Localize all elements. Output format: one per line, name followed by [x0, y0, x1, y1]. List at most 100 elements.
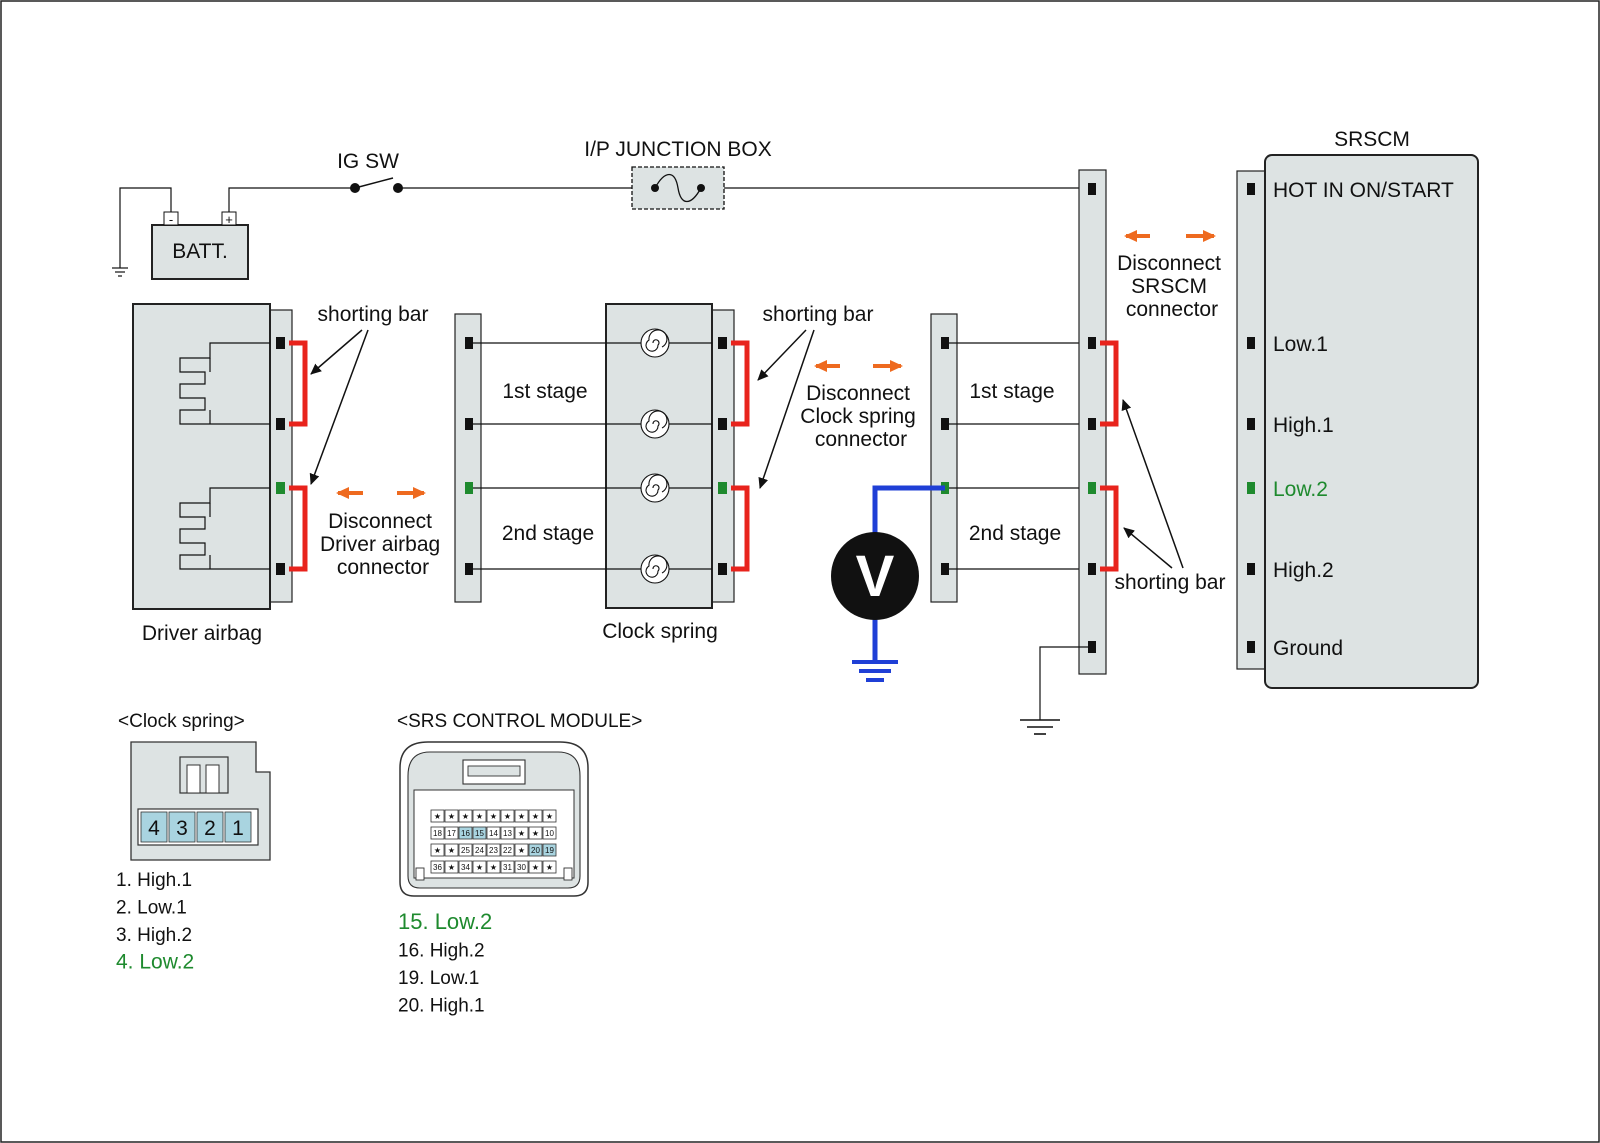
connector-pin: [941, 337, 949, 349]
ig-switch: [350, 177, 403, 193]
srscm-pin-list: HOT IN ON/STARTLow.1High.1Low.2High.2Gro…: [1247, 179, 1454, 660]
ground-icon: [112, 267, 128, 277]
ground-icon: [852, 660, 898, 682]
srs-pin-cell: [486, 826, 501, 840]
srscm-ground-wire: [1039, 646, 1088, 720]
srs-pin-number: 17: [447, 829, 456, 838]
srs-pin-cell: [500, 843, 515, 857]
srs-legend-item: 16. High.2: [398, 941, 485, 962]
clock-pin-cell: [140, 811, 168, 843]
srs-pin-number: 18: [433, 829, 442, 838]
clock-legend-item: 2. Low.1: [116, 898, 187, 919]
srs-pin-cell: [472, 843, 487, 857]
srs-pin-cell: [514, 826, 529, 840]
clock-pin-number: 4: [148, 817, 160, 840]
srs-pin-number: ★: [518, 846, 525, 855]
srscm-pin-label: Ground: [1273, 637, 1343, 660]
junction-box-label: I/P JUNCTION BOX: [584, 138, 771, 161]
srs-pin-cell: [472, 809, 487, 823]
clock-spring-mating-connector: [454, 313, 482, 603]
srs-pin-cell: [500, 860, 515, 874]
srs-pin-number: ★: [518, 829, 525, 838]
shorting-bar-pointer: [1121, 399, 1184, 569]
srs-pin-number: 34: [461, 863, 470, 872]
srscm-pin-label: HOT IN ON/START: [1273, 179, 1454, 202]
srscm-pin-label: Low.1: [1273, 333, 1328, 356]
srs-pin-number: 24: [475, 846, 484, 855]
srs-pin-cell: [458, 826, 473, 840]
srscm-module: [1264, 154, 1479, 689]
driver-shorting-bar-1: [289, 340, 308, 427]
srs-pin-number: ★: [532, 863, 539, 872]
ground-icon: [1020, 719, 1060, 735]
srs-pin-cell: [528, 826, 543, 840]
srs-pin-cell: [528, 809, 543, 823]
srs-pin-cell: [430, 843, 445, 857]
shorting-bar-pointer: [758, 329, 815, 489]
shorting-bar-pointer: [309, 329, 369, 485]
srs-pin-number: 23: [489, 846, 498, 855]
srscm-shorting-bar-2: [1100, 485, 1119, 572]
clock-connector-legend: 1. High.12. Low.13. High.24. Low.2: [116, 870, 194, 974]
srscm-pin: [1247, 482, 1255, 494]
srs-pin-cell: [444, 843, 459, 857]
srs-pin-cell: [514, 809, 529, 823]
connector-pin: [941, 563, 949, 575]
srs-pin-number: 31: [503, 863, 512, 872]
srs-pin-cell: [486, 860, 501, 874]
ig-switch-label: IG SW: [337, 150, 399, 173]
srs-pin-number: 22: [503, 846, 512, 855]
srscm-harness-connector: [930, 313, 958, 603]
srs-pin-number: ★: [490, 863, 497, 872]
srs-pin-number: ★: [518, 812, 525, 821]
srs-pin-cell: [458, 860, 473, 874]
srs-pin-number: 10: [545, 829, 554, 838]
clock-spring-label: Clock spring: [602, 620, 718, 643]
clock-legend-item: 3. High.2: [116, 925, 192, 946]
srscm-pin-label: High.2: [1273, 559, 1334, 582]
srs-pin-cell: [542, 826, 557, 840]
clock-pin-number: 1: [232, 817, 244, 840]
srs-pin-number: ★: [448, 846, 455, 855]
srs-pin-number: 30: [517, 863, 526, 872]
srs-legend-item: 15. Low.2: [398, 909, 492, 934]
voltmeter-positive-lead: [872, 485, 945, 536]
stage1-label-left: 1st stage: [502, 380, 587, 403]
clock-connector-title: <Clock spring>: [118, 711, 245, 732]
connector-pin: [941, 418, 949, 430]
srs-pin-cell: [486, 843, 501, 857]
srs-pin-cell: [430, 860, 445, 874]
srs-pin-cell: [444, 809, 459, 823]
srs-pin-number: 13: [503, 829, 512, 838]
srscm-pin: [1247, 183, 1255, 195]
shorting-bar-label-clock: shorting bar: [763, 303, 874, 326]
connector-pin: [1088, 183, 1096, 195]
shorting-bar-label-srscm: shorting bar: [1115, 571, 1226, 594]
srs-pin-number: 36: [433, 863, 442, 872]
srs-pin-number: ★: [546, 812, 553, 821]
srs-pin-cell: [500, 809, 515, 823]
connector-pin: [1088, 641, 1096, 653]
srs-pin-cell: [430, 809, 445, 823]
connector-pin: [465, 418, 473, 430]
battery-ground-wire: [119, 187, 172, 268]
connector-pin: [465, 563, 473, 575]
srscm-pin-label: Low.2: [1273, 478, 1328, 501]
srs-pin-cell: [542, 843, 557, 857]
srs-legend-item: 19. Low.1: [398, 968, 479, 989]
connector-pin: [1088, 482, 1096, 494]
stage1-label-right: 1st stage: [969, 380, 1054, 403]
srs-pin-cell: [444, 860, 459, 874]
clock-pin-cell: [168, 811, 196, 843]
clock-pin-number: 2: [204, 817, 216, 840]
srs-pin-cell: [514, 843, 529, 857]
srs-pin-number: 16: [461, 829, 470, 838]
disconnect-srscm-label: Disconnect SRSCM connector: [1117, 252, 1227, 321]
srs-pin-number: ★: [532, 812, 539, 821]
srs-pin-cell: [542, 809, 557, 823]
srs-pin-number: 25: [461, 846, 470, 855]
driver-shorting-bar-2: [289, 485, 308, 572]
